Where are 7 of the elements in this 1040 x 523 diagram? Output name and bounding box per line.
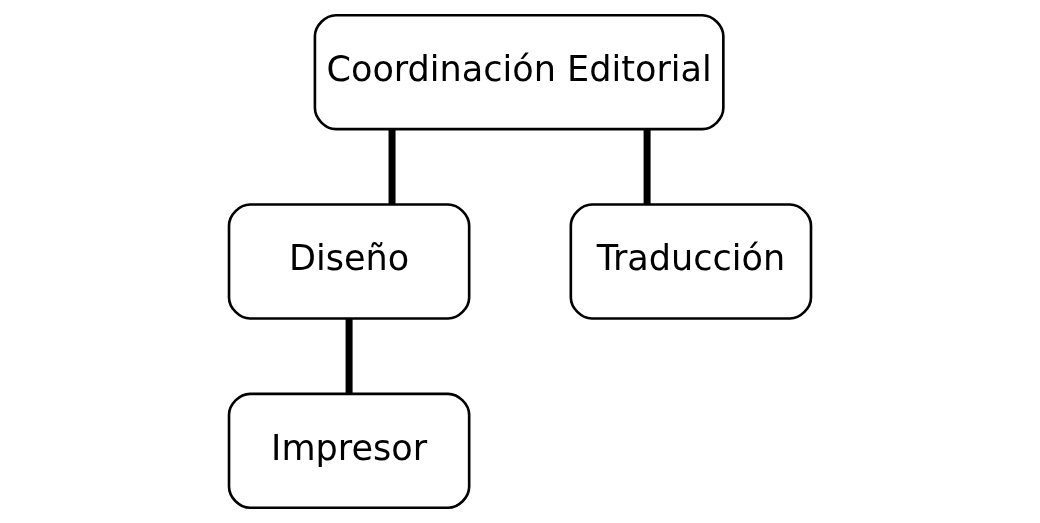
connector: [345, 318, 353, 394]
connector: [388, 129, 396, 205]
node-box: Coordinación Editorial: [313, 13, 725, 131]
node-box: Impresor: [227, 392, 471, 510]
node-box: Traducción: [569, 203, 813, 320]
node-box: Diseño: [227, 203, 471, 320]
connector: [643, 129, 651, 205]
